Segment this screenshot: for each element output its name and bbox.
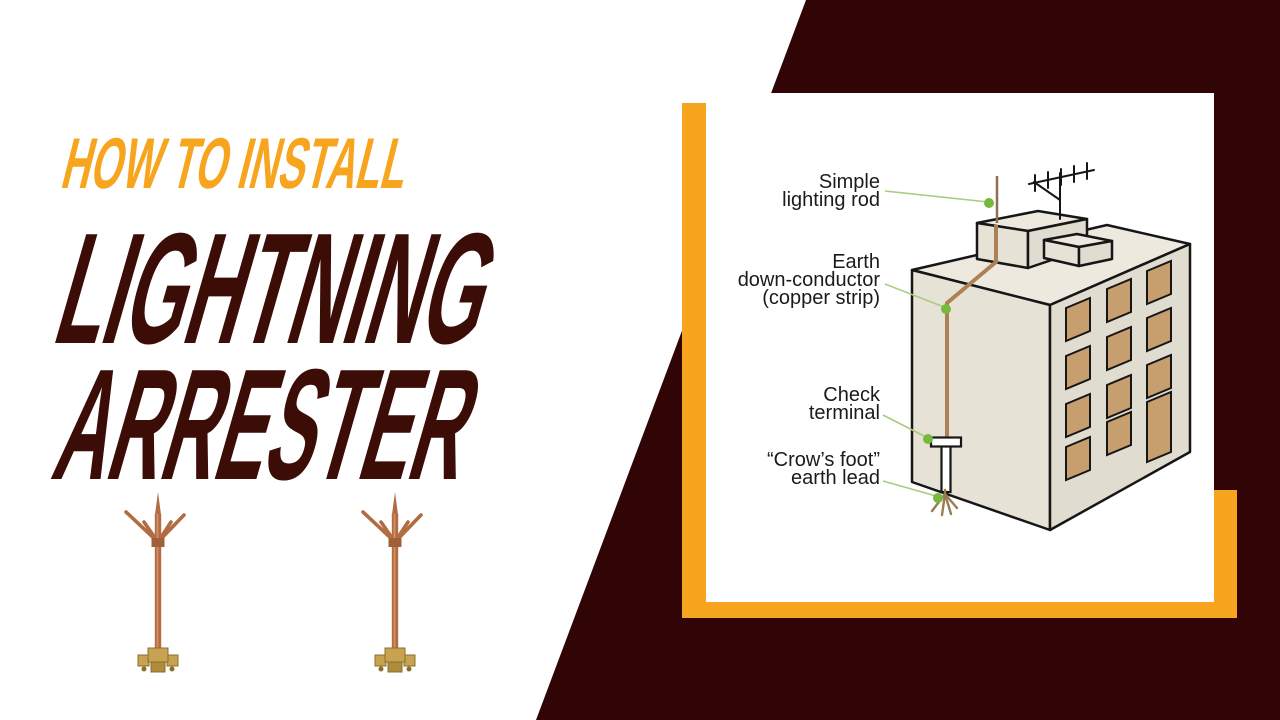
- panel-frame-left: [682, 103, 706, 618]
- label-simple-lightning-rod-2: lighting rod: [782, 189, 880, 211]
- windows: [1065, 259, 1172, 482]
- label-earth-down-conductor-1: Earth: [832, 251, 880, 273]
- product-rods-image: [124, 490, 423, 674]
- label-earth-down-conductor-3: (copper strip): [762, 287, 880, 309]
- label-simple-lightning-rod-1: Simple: [819, 171, 880, 193]
- arrester-rod-2: [361, 490, 423, 674]
- callout-dot-conductor: [941, 304, 951, 314]
- callout-dot-rod: [984, 198, 994, 208]
- diagram-labels: Simple lighting rod Earth down-conductor…: [738, 171, 881, 489]
- label-crows-foot-1: “Crow’s foot”: [767, 449, 880, 471]
- building-diagram: Simple lighting rod Earth down-conductor…: [738, 162, 1192, 532]
- panel-frame-right: [1214, 490, 1237, 618]
- label-check-terminal-2: terminal: [809, 402, 880, 424]
- building-left-face: [910, 268, 1052, 532]
- label-check-terminal-1: Check: [823, 384, 881, 406]
- copper-strip: [945, 225, 998, 439]
- callout-lines: [882, 190, 989, 497]
- callout-dots: [923, 198, 994, 503]
- callout-dot-terminal: [923, 434, 933, 444]
- callout-dot-crowsfoot: [933, 493, 943, 503]
- label-earth-down-conductor-2: down-conductor: [738, 269, 881, 291]
- arrester-rod-1: [124, 490, 186, 674]
- label-crows-foot-2: earth lead: [791, 467, 880, 489]
- panel-frame-bottom: [682, 601, 1237, 618]
- title-kicker: HOW TO INSTALL: [55, 124, 419, 204]
- tv-aerial-icon: [1028, 162, 1095, 220]
